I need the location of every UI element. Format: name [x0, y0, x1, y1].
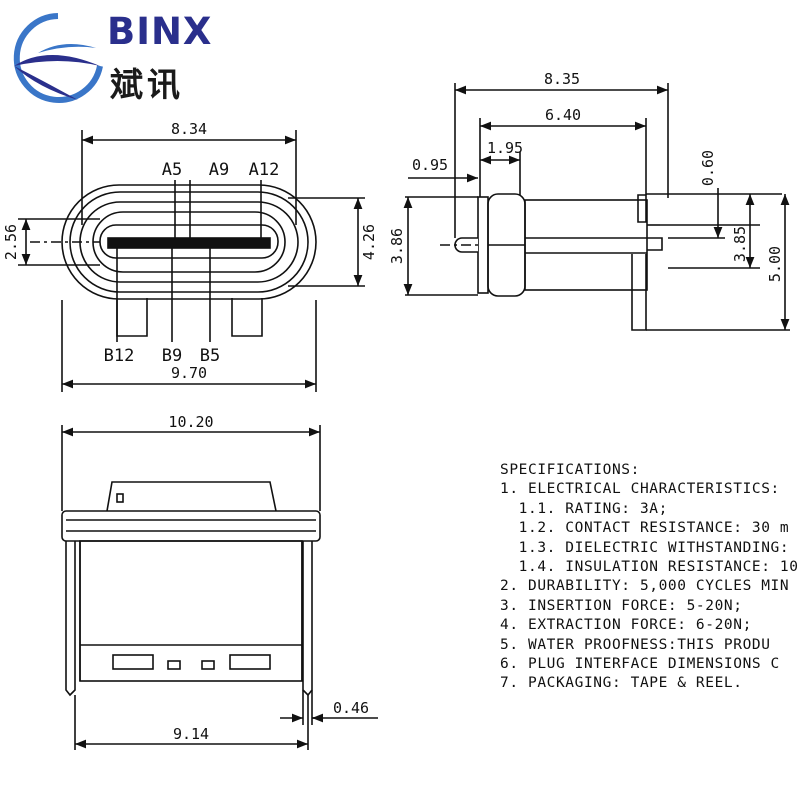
bottom-top-profile: [106, 481, 277, 512]
front-view: [18, 130, 365, 392]
pin-label-a12: A12: [249, 160, 280, 180]
spec-line: 1.3. DIELECTRIC WITHSTANDING:: [500, 539, 790, 556]
spec-line: 1.1. RATING: 3A;: [500, 500, 668, 517]
side-view: [403, 83, 790, 331]
bottom-pad-right: [229, 654, 271, 670]
bottom-view: [61, 425, 378, 750]
dim-side-length-total: 8.35: [544, 70, 580, 88]
side-flange-left: [477, 196, 489, 294]
front-foot-right: [231, 298, 263, 337]
spec-heading: SPECIFICATIONS:: [500, 462, 640, 478]
spec-line: 1. ELECTRICAL CHARACTERISTICS:: [500, 481, 780, 498]
dim-side-length-body: 6.40: [545, 106, 581, 124]
dim-side-offset-tongue: 1.95: [487, 139, 523, 157]
dim-bottom-width-top: 10.20: [168, 413, 213, 431]
spec-line: 1.4. INSULATION RESISTANCE: 10: [500, 558, 799, 575]
spec-line: 4. EXTRACTION FORCE: 6-20N;: [500, 617, 752, 634]
dim-bottom-width-bottom: 9.14: [173, 725, 209, 743]
pin-label-b9: B9: [162, 346, 182, 366]
front-tongue: [107, 237, 271, 249]
dim-side-pin-thickness: 0.60: [699, 150, 717, 186]
dim-front-width-bottom: 9.70: [171, 364, 207, 382]
binx-logo-mark: [13, 13, 103, 103]
dim-front-height-outer: 4.26: [360, 224, 378, 260]
specifications-block: SPECIFICATIONS: 1. ELECTRICAL CHARACTERI…: [500, 461, 800, 701]
spec-line: 7. PACKAGING: TAPE & REEL.: [500, 675, 743, 692]
front-foot-left: [116, 298, 148, 337]
dim-front-width-top: 8.34: [171, 120, 207, 138]
bottom-flange: [61, 510, 321, 542]
spec-line: 5. WATER PROOFNESS:THIS PRODU: [500, 636, 771, 653]
front-shell-ring-2: [69, 191, 309, 293]
brand-name-cn: 斌讯: [110, 65, 184, 104]
bottom-pin-left: [65, 541, 76, 697]
dim-bottom-pin-width: 0.46: [333, 699, 369, 717]
brand-name: BINX: [107, 10, 213, 53]
spec-line: 2. DURABILITY: 5,000 CYCLES MIN: [500, 578, 790, 595]
dim-side-height-pin-span: 3.85: [731, 226, 749, 262]
spec-line: 1.2. CONTACT RESISTANCE: 30 m: [500, 520, 790, 537]
pin-label-b12: B12: [104, 346, 135, 366]
dim-side-offset-flange: 0.95: [412, 156, 448, 174]
pin-label-a9: A9: [209, 160, 229, 180]
pin-label-a5: A5: [162, 160, 182, 180]
bottom-pin-right: [302, 541, 313, 697]
side-body: [524, 199, 648, 291]
side-pin: [631, 254, 647, 331]
pin-label-b5: B5: [200, 346, 220, 366]
dim-side-height-total: 5.00: [766, 246, 784, 282]
spec-line: 6. PLUG INTERFACE DIMENSIONS C: [500, 655, 780, 672]
bottom-pad-left: [112, 654, 154, 670]
logo-swoosh-icon: [13, 13, 103, 103]
dim-side-height-flange: 3.86: [388, 228, 406, 264]
dim-front-height-inner: 2.56: [2, 224, 20, 260]
front-outer-shell: [61, 184, 317, 300]
spec-line: 3. INSERTION FORCE: 5-20N;: [500, 597, 743, 614]
